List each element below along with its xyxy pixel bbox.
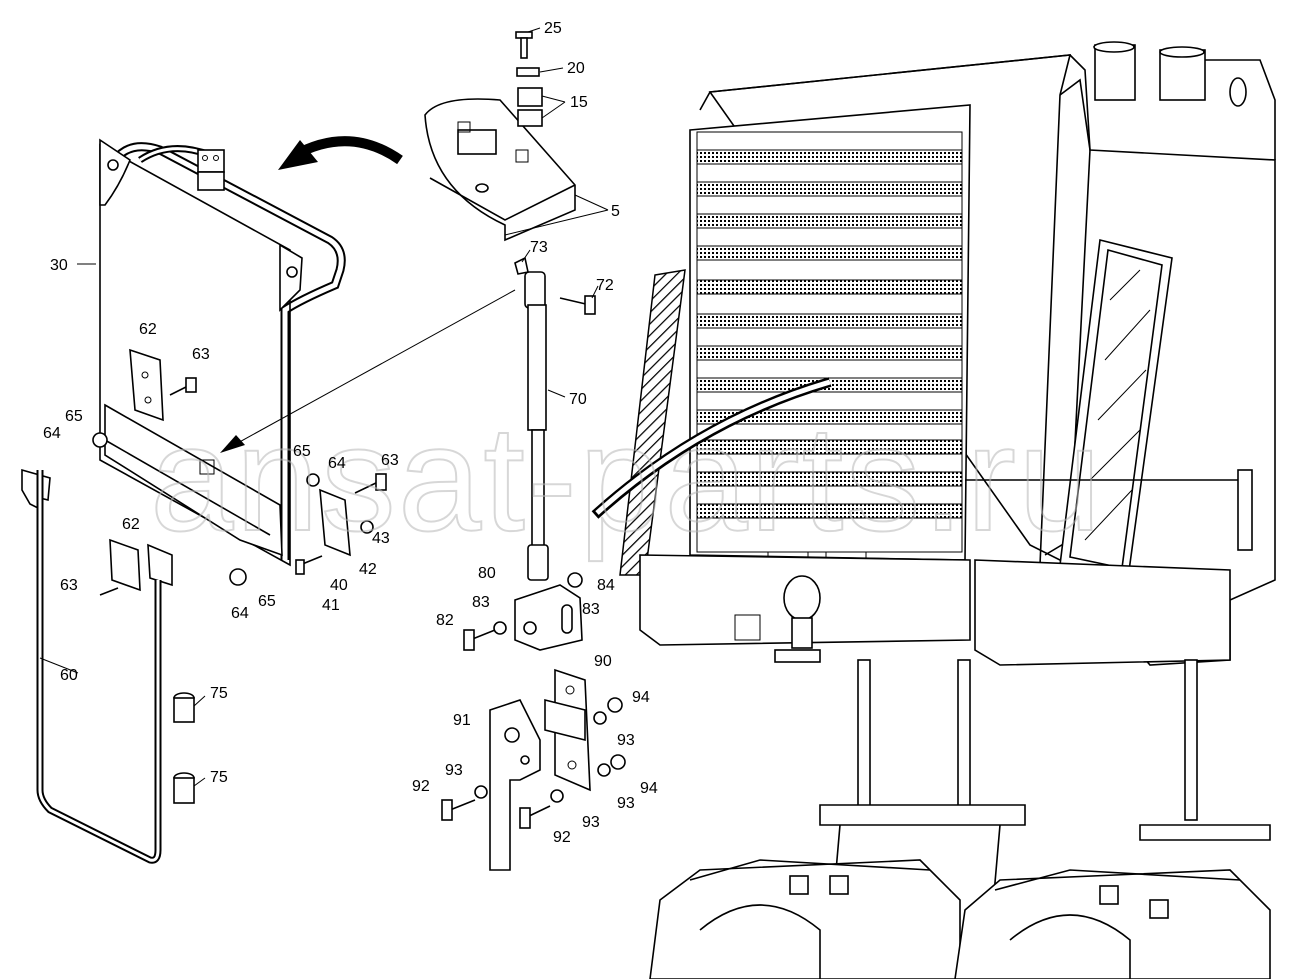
callout-62-lower: 62 [122,516,140,533]
callout-93-lower: 93 [617,795,635,812]
callout-83-right: 83 [582,601,600,618]
callout-91: 91 [453,712,471,729]
callout-43: 43 [372,530,390,547]
callout-41: 41 [322,597,340,614]
callout-73: 73 [530,239,548,256]
callout-62-upper: 62 [139,321,157,338]
callout-93-bottom: 93 [582,814,600,831]
callout-75-upper: 75 [210,685,228,702]
machine-illustration [591,41,1276,979]
callout-5: 5 [611,203,620,220]
callout-64-mid: 64 [328,455,346,472]
callout-60: 60 [60,667,78,684]
callout-63-upper: 63 [192,346,210,363]
callout-40: 40 [330,577,348,594]
callout-63-mid: 63 [381,452,399,469]
callout-75-lower: 75 [210,769,228,786]
gas-strut-assembly [441,256,626,871]
leader-lines [39,27,609,787]
callout-25: 25 [544,20,562,37]
callout-64-left: 64 [43,425,61,442]
watermark-text: ansat-parts.ru [150,394,1103,562]
callout-80: 80 [478,565,496,582]
callout-82: 82 [436,612,454,629]
callout-42: 42 [359,561,377,578]
callout-63-lower: 63 [60,577,78,594]
callout-65-left: 65 [65,408,83,425]
callout-92-bottom: 92 [553,829,571,846]
callout-94-upper: 94 [632,689,650,706]
callout-72: 72 [596,277,614,294]
callout-20: 20 [567,60,585,77]
door-assembly [21,138,516,864]
callout-65-lower: 65 [258,593,276,610]
callout-15: 15 [570,94,588,111]
callout-64-lower: 64 [231,605,249,622]
callout-84: 84 [597,577,615,594]
callout-83-left: 83 [472,594,490,611]
top-bracket-assembly [278,31,576,242]
callout-70: 70 [569,391,587,408]
callout-90: 90 [594,653,612,670]
callout-93-left: 93 [445,762,463,779]
radiator-grille [696,149,963,519]
callout-65-mid: 65 [293,443,311,460]
callout-93-upper: 93 [617,732,635,749]
callout-94-lower: 94 [640,780,658,797]
callout-30: 30 [50,257,68,274]
callout-labels: 25 20 15 5 30 73 72 62 63 70 65 64 65 64… [43,20,658,846]
callout-92-left: 92 [412,778,430,795]
